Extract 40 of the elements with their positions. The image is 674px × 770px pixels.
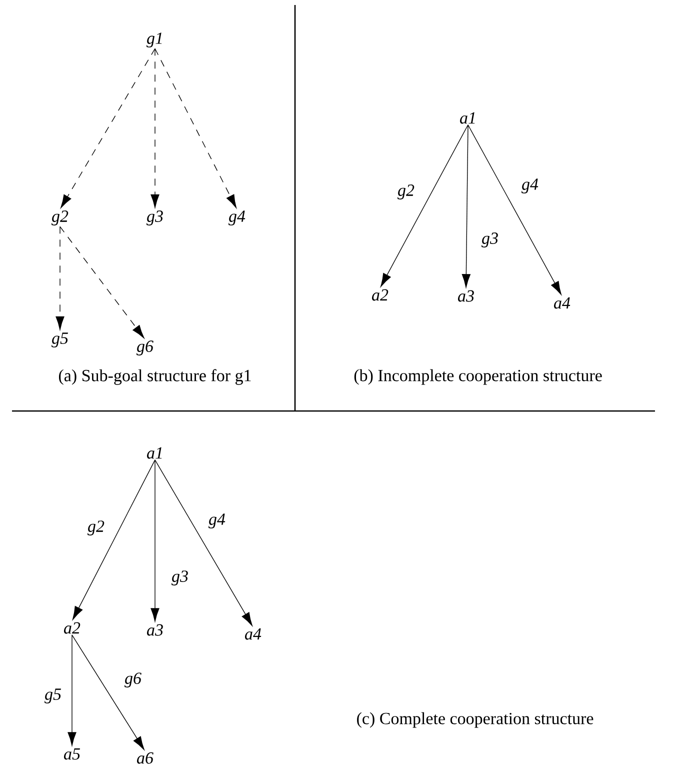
- node-label: g4: [228, 210, 246, 226]
- edge-label: g2: [88, 520, 104, 536]
- node-label: a4: [245, 628, 262, 640]
- edge-label: g6: [124, 672, 142, 688]
- node-label: a4: [554, 297, 570, 309]
- arrow: [150, 48, 160, 208]
- edge-label: g5: [44, 688, 61, 704]
- caption: (a) Sub-goal structure for g1: [58, 369, 251, 385]
- node-label: a1: [460, 112, 475, 124]
- arrow: [150, 460, 160, 622]
- node-label: g3: [146, 210, 163, 226]
- node-label: g1: [146, 32, 162, 48]
- node-label: a3: [458, 290, 474, 302]
- arrow: [462, 124, 470, 288]
- arrow: [68, 634, 76, 746]
- arrow: [154, 460, 252, 626]
- node-label: g6: [136, 340, 154, 356]
- arrow: [60, 48, 156, 208]
- node-label: g2: [52, 210, 68, 226]
- edge-label: g4: [208, 514, 226, 528]
- arrow: [468, 124, 562, 295]
- node-label: a2: [372, 289, 388, 301]
- edge-label: g3: [172, 570, 188, 586]
- edge-label: g3: [482, 232, 498, 248]
- arrow: [380, 124, 468, 287]
- caption: (c) Complete cooperation structure: [357, 712, 594, 728]
- node-label: a5: [64, 748, 80, 760]
- arrow: [154, 48, 237, 208]
- arrow: [72, 634, 144, 750]
- node-label: a6: [137, 752, 154, 764]
- node-label: g5: [52, 332, 68, 348]
- arrow: [56, 226, 64, 330]
- node-label: a2: [64, 622, 80, 634]
- arrow: [60, 226, 144, 338]
- edge-label: g2: [398, 184, 414, 200]
- arrow: [72, 460, 156, 620]
- edge-label: g4: [522, 178, 538, 194]
- node-label: a3: [147, 624, 163, 636]
- node-label: a1: [147, 447, 162, 459]
- caption: (b) Incomplete cooperation structure: [354, 369, 602, 385]
